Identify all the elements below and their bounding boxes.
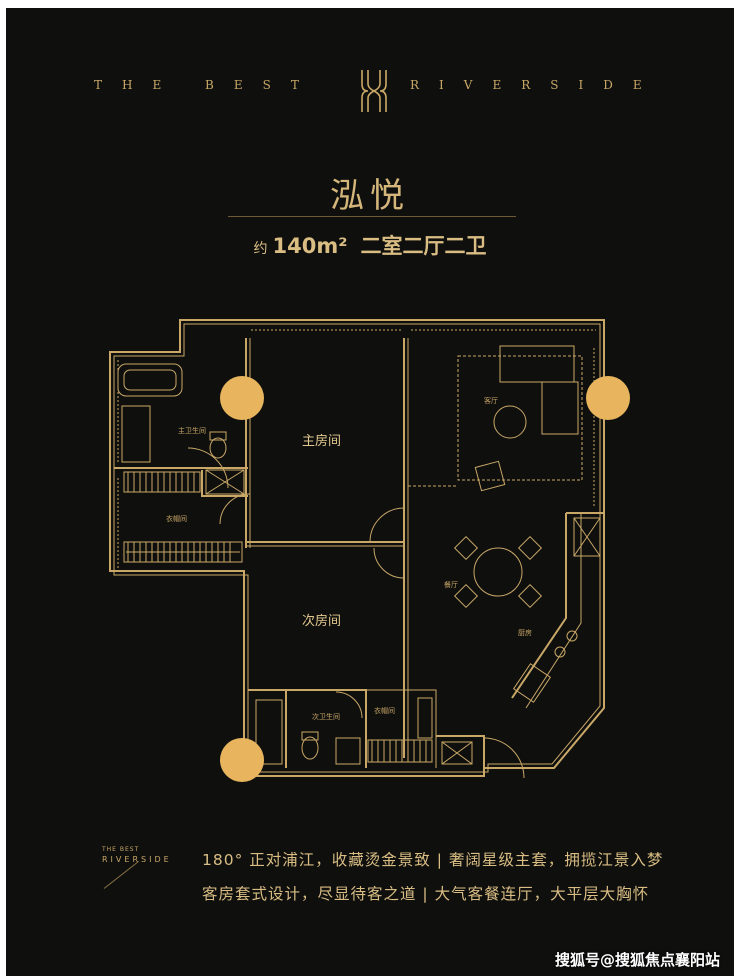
- watermark: 搜狐号@搜狐焦点襄阳站: [554, 951, 720, 969]
- unit-area: 140m²: [272, 234, 348, 258]
- room-second-bath: 次卫生间: [312, 713, 340, 721]
- room-master-bedroom: 主房间: [302, 434, 342, 449]
- unit-summary: 约 140m² 二室二厅二卫: [6, 230, 734, 260]
- view-marker-second: [220, 738, 264, 782]
- room-walk-in-closet: 衣帽间: [166, 515, 187, 523]
- view-marker-master: [220, 376, 264, 420]
- title-divider: [228, 216, 516, 217]
- riverside-logo-icon: [361, 70, 387, 112]
- feature-line-2: 客房套式设计，尽显待客之道 | 大气客餐连厅，大平层大胸怀: [202, 885, 650, 903]
- view-marker-living: [586, 376, 630, 420]
- floor-plan: [109, 319, 605, 779]
- room-second-bedroom: 次房间: [302, 614, 342, 629]
- feature-line-1: 180° 正对浦江，收藏烫金景致 | 奢阔星级主套，拥揽江景入梦: [202, 851, 664, 869]
- room-kitchen: 厨房: [518, 629, 532, 637]
- room-master-bath: 主卫生间: [178, 427, 206, 435]
- footer-logo-line2: RIVERSIDE: [102, 855, 172, 864]
- footer-logo: THE BEST RIVERSIDE: [102, 846, 172, 864]
- room-dining: 餐厅: [444, 581, 458, 589]
- room-living: 客厅: [484, 397, 498, 405]
- brand-text-right: RIVERSIDE: [410, 78, 662, 92]
- area-prefix: 约: [253, 241, 268, 257]
- poster: THE BEST RIVERSIDE 泓悦 约 140m² 二室二厅二卫: [6, 8, 734, 976]
- unit-layout: 二室二厅二卫: [360, 234, 487, 258]
- brand-text-left: THE BEST: [94, 78, 319, 92]
- room-second-closet: 衣帽间: [374, 707, 395, 715]
- footer-logo-line1: THE BEST: [102, 846, 140, 853]
- page-title: 泓悦: [330, 176, 410, 216]
